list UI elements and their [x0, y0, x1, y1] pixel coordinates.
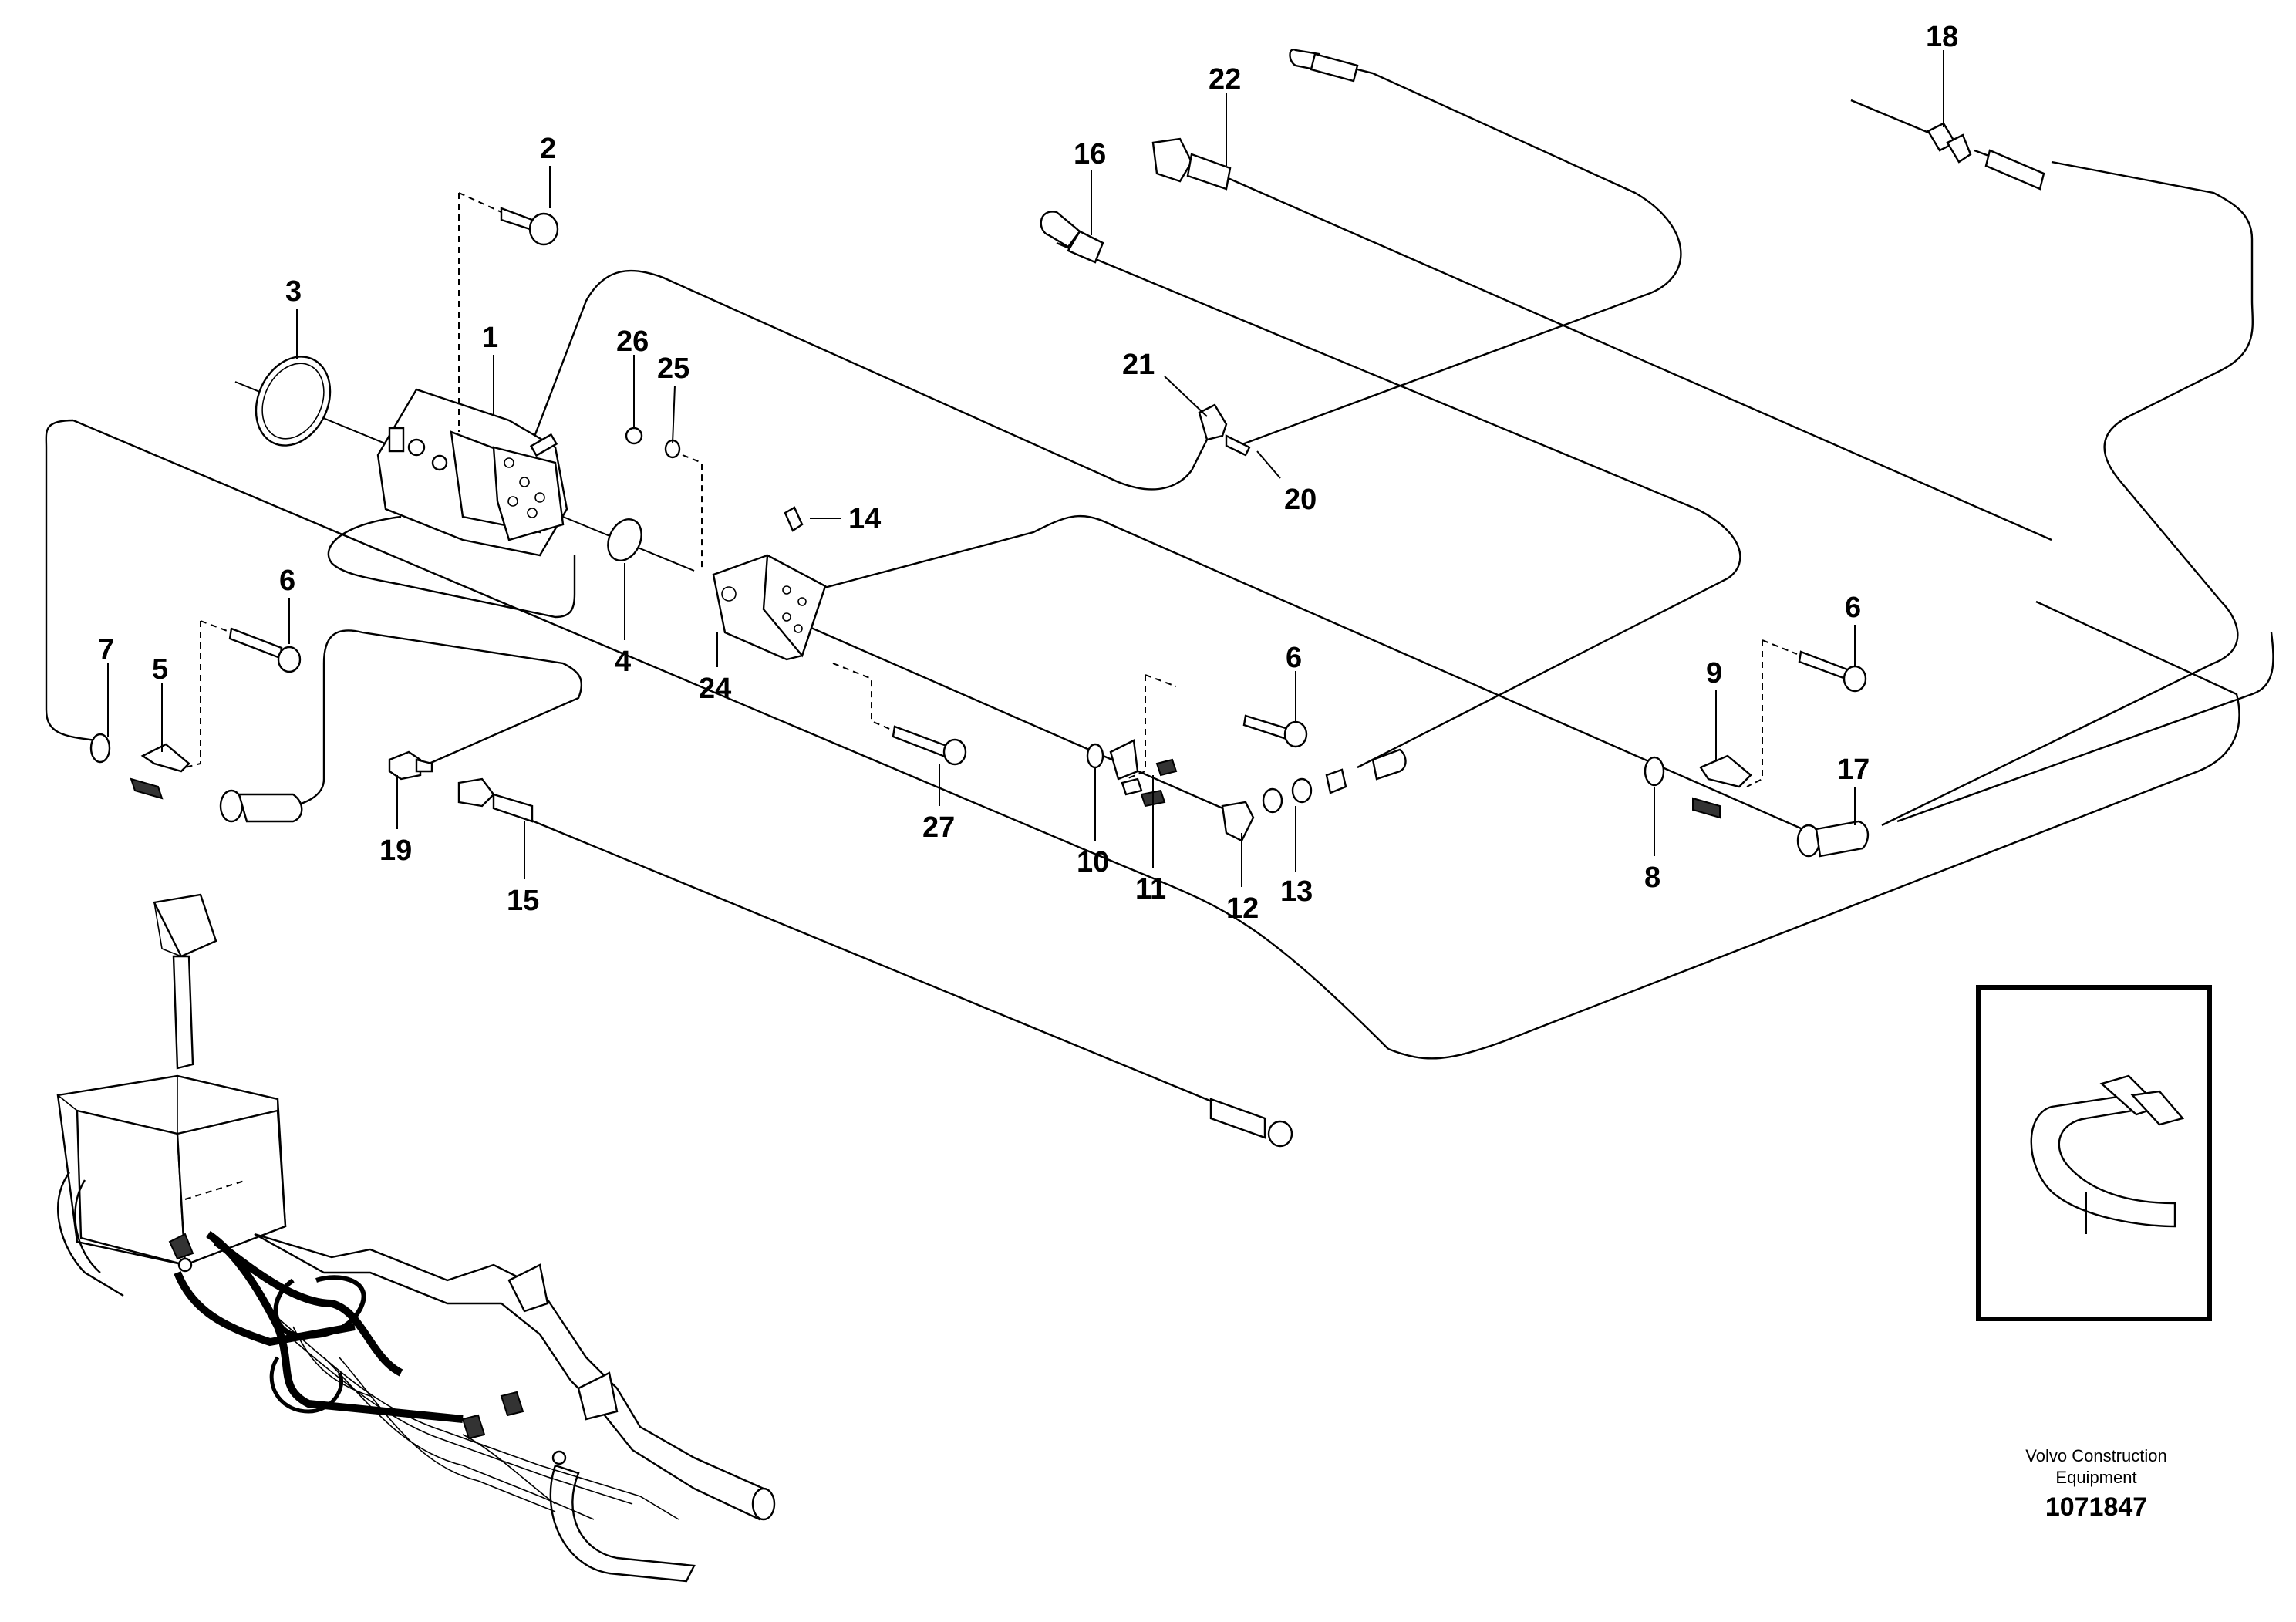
- o-ring-4: [607, 518, 642, 561]
- hose-20: [523, 269, 1212, 491]
- hose-pump-loop: [327, 515, 576, 619]
- hose-22-end: [1151, 137, 1232, 191]
- pump-assembly: [234, 381, 695, 572]
- clamp-9: [1699, 754, 1752, 788]
- callout-15: 15: [507, 885, 539, 917]
- hose-routes: [45, 60, 2274, 1112]
- callout-5: 5: [152, 653, 168, 686]
- callout-22: 22: [1209, 63, 1241, 96]
- fitting-19: [388, 750, 433, 781]
- callout-3: 3: [285, 275, 302, 308]
- hose-20-top-end: [1289, 49, 1359, 83]
- clamp-13b: [1291, 777, 1313, 804]
- hose-20-upper: [1233, 60, 1682, 449]
- clamp-10: [1109, 739, 1139, 781]
- callout-25: 25: [657, 352, 689, 385]
- clamp-strap-23: [2030, 1094, 2176, 1228]
- screw-6-middle: [1125, 674, 1308, 780]
- callout-24: 24: [699, 673, 731, 705]
- hose-right-loop: [1881, 160, 2254, 827]
- callout-labels: 1 2 3 4 5 6 6 6 7 8 9 10 11 12 13 14 15 …: [98, 21, 2095, 1272]
- coupling-18: [1927, 122, 2045, 191]
- callout-13: 13: [1280, 875, 1313, 908]
- o-ring-8: [1644, 756, 1665, 787]
- callout-27: 27: [922, 811, 955, 844]
- nipple-14: [784, 506, 804, 532]
- hose-bottom-loop: [1387, 600, 2240, 1060]
- o-ring-7: [89, 733, 111, 764]
- callout-6-left: 6: [279, 565, 295, 597]
- hose-19: [292, 629, 583, 808]
- hose-main-left: [72, 419, 1389, 1050]
- hose-16-end: [1040, 211, 1104, 264]
- callout-20: 20: [1284, 484, 1317, 516]
- company-name-line2: Equipment: [2055, 1468, 2136, 1487]
- screw-6-left: [184, 620, 302, 768]
- hose-24-to-17: [786, 514, 1821, 838]
- screw-6-right: [1746, 639, 1867, 787]
- callout-2: 2: [540, 133, 556, 165]
- callout-14: 14: [848, 503, 881, 535]
- fitting-9: [1692, 797, 1721, 819]
- hose-15-fitting: [457, 777, 534, 823]
- hose-16: [1056, 241, 1741, 769]
- clamp-5: [140, 743, 190, 773]
- hose-17-to-top: [1896, 632, 2274, 823]
- bracket-21: [1198, 403, 1228, 441]
- elbow-12: [1221, 801, 1255, 842]
- callout-6-middle: 6: [1286, 642, 1302, 674]
- locator-machine-view: [56, 893, 776, 1583]
- callout-6-right: 6: [1845, 592, 1861, 624]
- hose-15: [524, 816, 1235, 1112]
- leader-lines: [107, 50, 1944, 887]
- o-ring-3: [255, 356, 332, 447]
- footer: Volvo Construction Equipment 1071847: [2025, 1446, 2166, 1522]
- screw-27: [832, 663, 967, 766]
- callout-8: 8: [1644, 862, 1660, 894]
- hose-loop-left: [45, 419, 97, 742]
- callout-9: 9: [1706, 657, 1722, 690]
- callout-4: 4: [615, 646, 631, 678]
- callout-10: 10: [1077, 846, 1109, 878]
- detail-box-23: [1976, 985, 2212, 1321]
- document-number: 1071847: [2045, 1492, 2147, 1522]
- clamp-13a: [1262, 787, 1283, 814]
- screw-2: [458, 192, 559, 432]
- hose-15-end: [1209, 1098, 1293, 1148]
- callout-1: 1: [482, 322, 498, 354]
- callout-7: 7: [98, 634, 114, 666]
- company-name-line1: Volvo Construction: [2025, 1446, 2166, 1465]
- callout-21: 21: [1122, 349, 1155, 381]
- callout-16: 16: [1074, 138, 1106, 170]
- clamp-13c: [1325, 768, 1347, 794]
- callout-26: 26: [616, 325, 649, 358]
- callout-18: 18: [1926, 21, 1958, 53]
- callout-11: 11: [1135, 873, 1166, 905]
- valve-block-24: [712, 554, 827, 661]
- hose-22: [1226, 176, 2052, 541]
- fitting-11a: [1155, 758, 1178, 777]
- callout-19: 19: [379, 835, 412, 867]
- o-ring-10: [1086, 743, 1104, 769]
- nut-26: [625, 427, 643, 445]
- hose-24-to-12: [786, 615, 1227, 811]
- callout-17: 17: [1837, 754, 1870, 786]
- fitting-5: [130, 777, 164, 800]
- callout-12: 12: [1226, 892, 1259, 925]
